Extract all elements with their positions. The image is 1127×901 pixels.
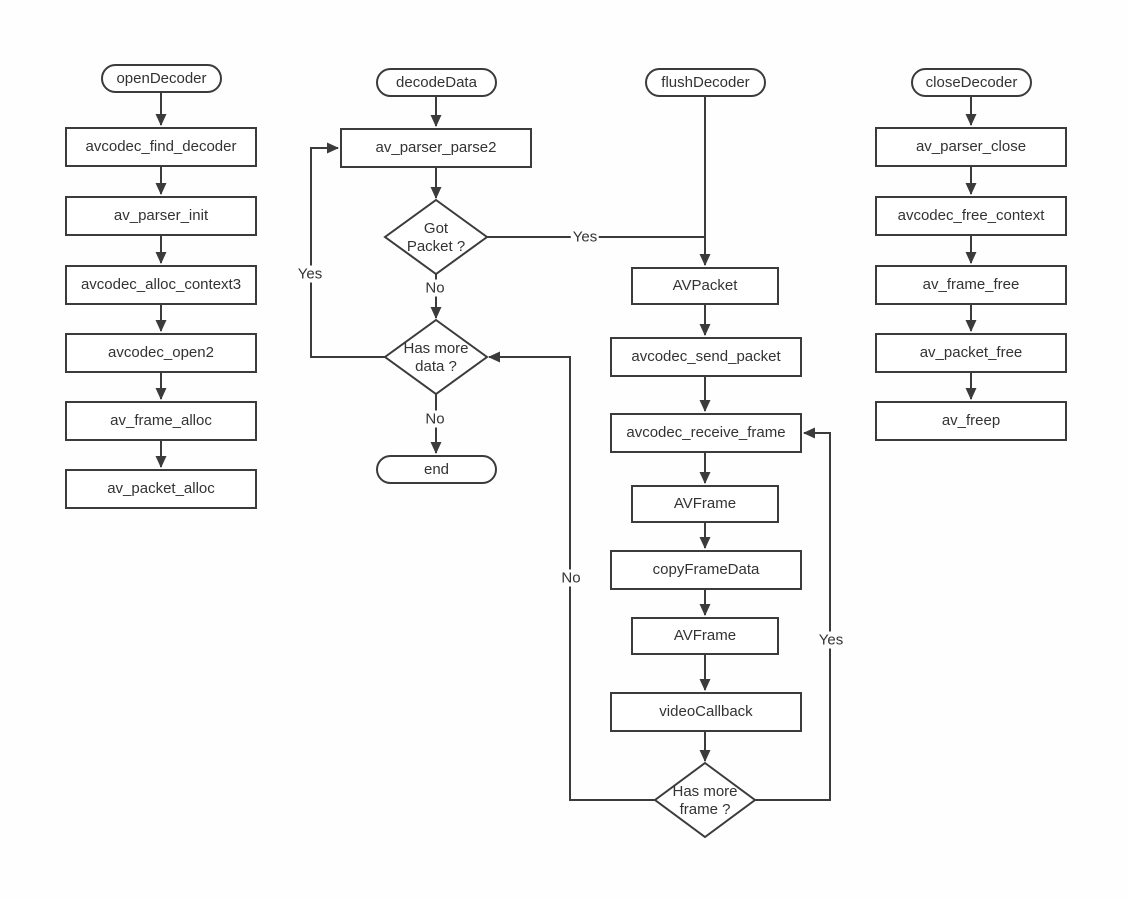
edge-label-has-more-data-yes: Yes: [295, 265, 325, 283]
node-avcodec-find-decoder: avcodec_find_decoder: [65, 127, 257, 167]
node-flush-decoder: flushDecoder: [645, 68, 766, 97]
label-has-more-frame: Has more frame ?: [672, 783, 738, 818]
edge-label-got-packet-no: No: [423, 279, 447, 297]
diamond-got-packet: [383, 198, 489, 276]
node-avcodec-send-packet: avcodec_send_packet: [610, 337, 802, 377]
node-avcodec-alloc-context3: avcodec_alloc_context3: [65, 265, 257, 305]
node-avcodec-open2: avcodec_open2: [65, 333, 257, 373]
edge-hasmoreframe-yes-loop: [755, 427, 831, 801]
edge-label-has-more-frame-yes: Yes: [816, 631, 846, 649]
edge-label-has-more-frame-no: No: [559, 569, 583, 587]
diamond-has-more-data: [383, 318, 489, 396]
node-av-frame-alloc: av_frame_alloc: [65, 401, 257, 441]
edge-label-got-packet-yes: Yes: [570, 228, 600, 246]
node-video-callback: videoCallback: [610, 692, 802, 732]
edge-hasmoredata-yes-loop: [310, 142, 385, 358]
node-close-decoder: closeDecoder: [911, 68, 1032, 97]
node-end: end: [376, 455, 497, 484]
node-av-parser-init: av_parser_init: [65, 196, 257, 236]
label-has-more-data: Has more data ?: [403, 340, 469, 375]
node-avcodec-free-context: avcodec_free_context: [875, 196, 1067, 236]
node-av-packet-alloc: av_packet_alloc: [65, 469, 257, 509]
label-got-packet: Got Packet ?: [406, 220, 466, 255]
node-av-frame-free: av_frame_free: [875, 265, 1067, 305]
node-avframe-out: AVFrame: [631, 617, 779, 655]
node-av-parser-parse2: av_parser_parse2: [340, 128, 532, 168]
edge-label-has-more-data-no: No: [423, 410, 447, 428]
node-av-packet-free: av_packet_free: [875, 333, 1067, 373]
node-av-parser-close: av_parser_close: [875, 127, 1067, 167]
node-open-decoder: openDecoder: [101, 64, 222, 93]
node-avpacket: AVPacket: [631, 267, 779, 305]
node-avframe-in: AVFrame: [631, 485, 779, 523]
node-avcodec-receive-frame: avcodec_receive_frame: [610, 413, 802, 453]
diamond-has-more-frame: [653, 761, 757, 839]
node-av-freep: av_freep: [875, 401, 1067, 441]
node-decode-data: decodeData: [376, 68, 497, 97]
node-copy-frame-data: copyFrameData: [610, 550, 802, 590]
